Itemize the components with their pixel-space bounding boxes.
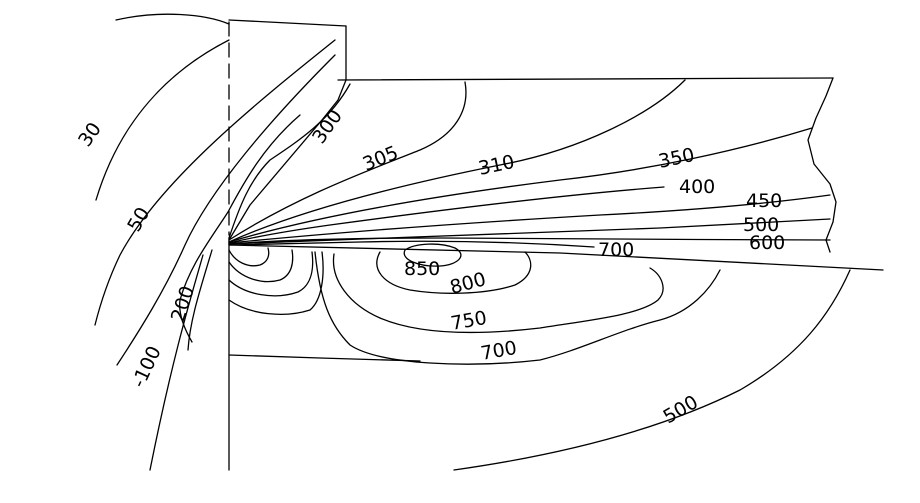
rake-face-line (228, 244, 884, 271)
contour-500-low (453, 269, 851, 471)
contour-nested-4 (228, 251, 324, 315)
label-850: 850 (404, 258, 440, 280)
contour-350 (228, 127, 813, 243)
contour-nested-1 (228, 247, 270, 267)
label-50: 50 (123, 204, 154, 236)
tool-flank-line (228, 25, 347, 241)
contour-310 (228, 79, 686, 243)
label-200: 200 (167, 283, 199, 324)
contour-30 (95, 13, 230, 201)
contour-700-top (228, 240, 595, 248)
contour-200-lower (187, 249, 213, 351)
contour-50 (94, 39, 336, 326)
label-30: 30 (74, 118, 106, 150)
label-400: 400 (679, 176, 715, 198)
label-100: -100 (128, 343, 166, 391)
contour-300 (228, 83, 351, 239)
label-300: 300 (308, 106, 347, 148)
label-310: 310 (476, 151, 516, 180)
label-700-top: 700 (598, 239, 634, 261)
label-305: 305 (360, 142, 402, 176)
contour-850 (403, 243, 462, 267)
contour-lines (94, 13, 851, 471)
label-450: 450 (746, 190, 782, 212)
label-600: 600 (749, 232, 785, 254)
contour-100 (116, 54, 336, 366)
contour-200 (179, 114, 301, 343)
lower-horizontal-line (228, 354, 421, 362)
contour-700-low (314, 251, 721, 365)
contour-305 (228, 81, 467, 241)
label-500-low: 500 (660, 391, 702, 428)
label-750: 750 (449, 307, 489, 335)
label-700-low: 700 (479, 337, 519, 365)
contour-800 (376, 251, 532, 294)
chip-right-line (807, 77, 837, 253)
tool-top-line (228, 19, 347, 27)
chip-top-line (337, 77, 834, 81)
contour-400 (228, 186, 665, 244)
label-800: 800 (448, 268, 489, 299)
tool-outline (228, 19, 884, 471)
contour-nested-2 (228, 249, 294, 283)
contour-labels: 30 50 -100 200 300 305 310 350 400 450 5… (74, 106, 785, 429)
contour-500-right (228, 218, 831, 245)
label-500-right: 500 (743, 214, 779, 236)
contour-750 (332, 253, 664, 334)
label-350: 350 (656, 144, 696, 173)
contour-600 (228, 237, 831, 245)
contour-nested-3 (228, 251, 314, 297)
contour-450 (228, 194, 831, 244)
contour-lower-left-diagonal (149, 254, 204, 471)
